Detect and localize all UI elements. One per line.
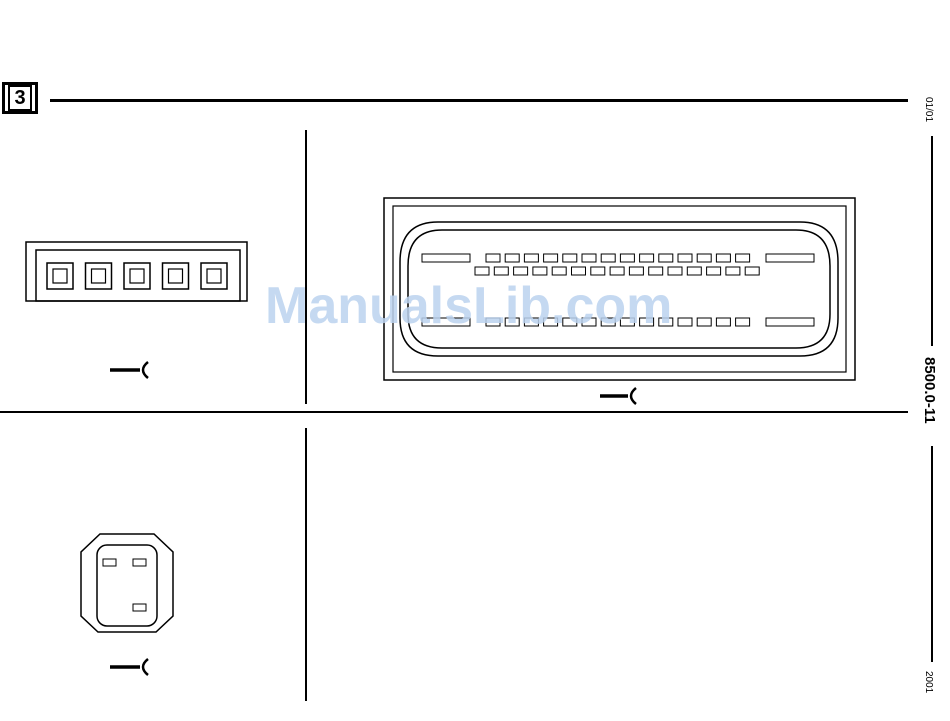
watermark: ManualsLib.com — [265, 276, 672, 336]
connector-3pin-body — [81, 534, 173, 632]
connector-3pin-pins — [103, 559, 146, 611]
connector-3pin-view-arrow-icon — [110, 659, 148, 675]
pin-3pin — [133, 604, 146, 611]
pin-3pin — [103, 559, 116, 566]
pin-3pin — [133, 559, 146, 566]
